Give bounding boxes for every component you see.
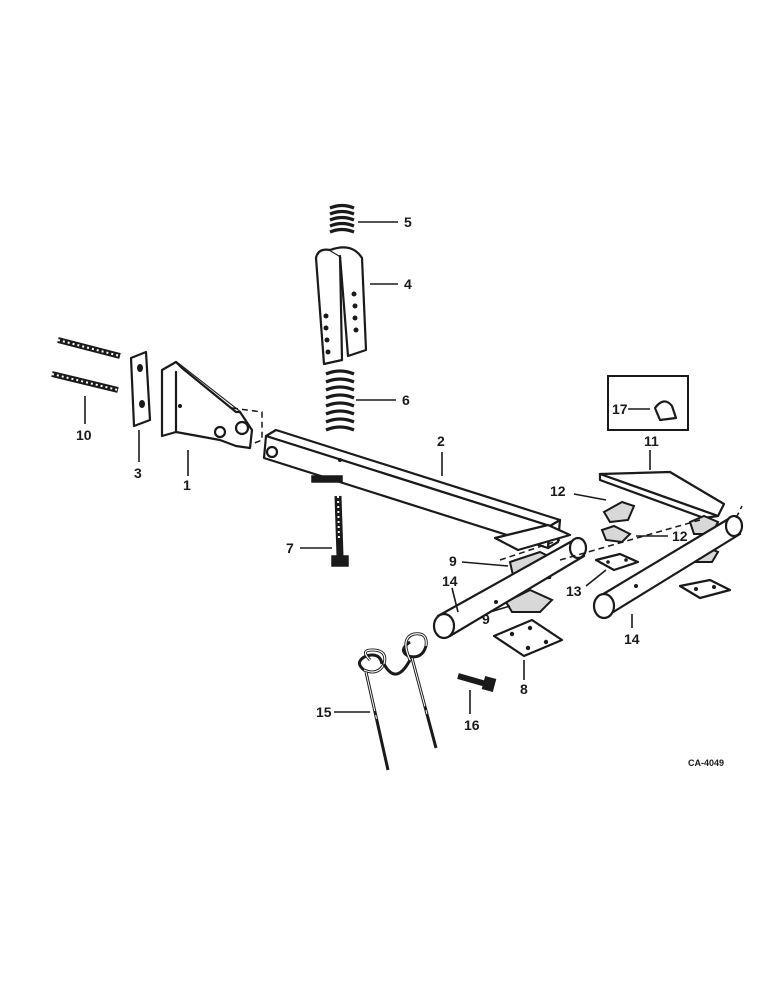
leader-lines bbox=[84, 221, 668, 714]
inset-box bbox=[607, 375, 689, 431]
callout-2: 2 bbox=[437, 433, 445, 449]
pivot-tube-left bbox=[432, 536, 588, 640]
callout-labels: 1 2 3 4 5 6 7 8 9 9 10 11 12 12 13 14 14… bbox=[76, 214, 724, 768]
callout-12-upper: 12 bbox=[550, 483, 566, 499]
callout-11: 11 bbox=[644, 433, 659, 449]
callout-14-left: 14 bbox=[442, 573, 458, 589]
large-spring bbox=[325, 369, 355, 432]
clamp-plate bbox=[129, 350, 152, 428]
callout-1: 1 bbox=[183, 477, 191, 493]
callout-9-lower: 9 bbox=[482, 611, 490, 627]
spacer-plate bbox=[594, 552, 640, 572]
callout-17: 17 bbox=[612, 401, 628, 417]
callout-5: 5 bbox=[404, 214, 412, 230]
callout-9-upper: 9 bbox=[449, 553, 457, 569]
clamp-half-middle bbox=[600, 524, 632, 544]
callout-12-lower: 12 bbox=[672, 528, 688, 544]
short-bolt bbox=[457, 673, 497, 693]
shield-plate bbox=[598, 470, 726, 520]
pivot-clamp-lower bbox=[504, 588, 554, 613]
u-bracket bbox=[314, 246, 368, 366]
callout-14-right: 14 bbox=[624, 631, 640, 647]
callout-4: 4 bbox=[404, 276, 412, 292]
callout-7: 7 bbox=[286, 540, 294, 556]
threaded-rod-pair bbox=[51, 337, 121, 393]
callout-3: 3 bbox=[134, 465, 142, 481]
small-spring bbox=[329, 203, 355, 234]
callout-8: 8 bbox=[520, 681, 528, 697]
base-plate bbox=[492, 618, 564, 658]
pivot-tube-right bbox=[592, 505, 744, 620]
callout-13: 13 bbox=[566, 583, 582, 599]
mounting-bracket bbox=[160, 360, 263, 450]
wear-plate bbox=[678, 578, 732, 600]
callout-16: 16 bbox=[464, 717, 480, 733]
torsion-spring bbox=[358, 632, 438, 771]
callout-10: 10 bbox=[76, 427, 92, 443]
callout-15: 15 bbox=[316, 704, 332, 720]
main-tube-arm bbox=[262, 428, 572, 552]
figure-code: CA-4049 bbox=[688, 758, 724, 768]
callout-6: 6 bbox=[402, 392, 410, 408]
clamp-half-upper bbox=[602, 500, 636, 524]
long-bolt bbox=[331, 495, 349, 567]
